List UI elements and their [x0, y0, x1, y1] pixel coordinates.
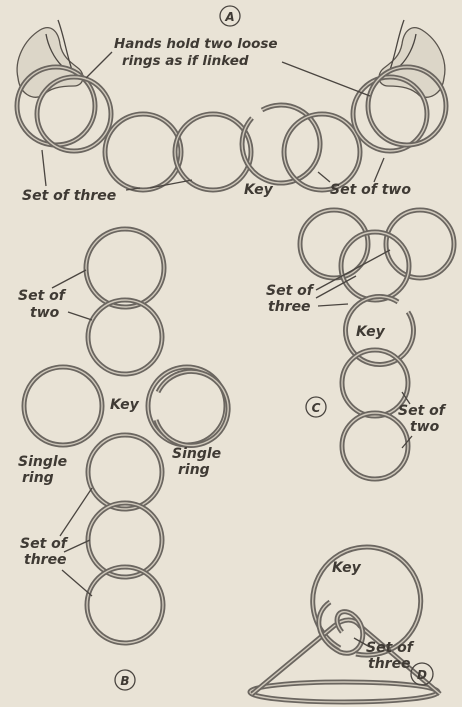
panel-a-set-two-label: Set of two [330, 182, 411, 198]
panel-c: Set of three Key Set of two C [266, 210, 454, 479]
ring-b-three-1 [88, 435, 162, 509]
panel-b-set-three-label-1: Set of [20, 536, 69, 552]
panel-c-set-two-label-2: two [410, 419, 440, 435]
panel-b-single-left-label-1: Single [18, 454, 67, 470]
panel-c-set-two-label-1: Set of [398, 403, 447, 419]
panel-a-set-three-label: Set of three [22, 188, 116, 204]
panel-b-set-two-label-1: Set of [18, 288, 67, 304]
panel-a-letter: A [224, 10, 234, 24]
ring-a-set-two-1 [284, 114, 360, 190]
panel-c-set-three-label-2: three [268, 299, 311, 315]
panel-b-set-three-label-2: three [24, 552, 67, 568]
ring-a-set-three-2 [175, 114, 251, 190]
panel-c-set-three-label-1: Set of [266, 283, 315, 299]
ring-b-two-1 [86, 229, 164, 307]
panel-b-single-right-label-2: ring [178, 462, 210, 478]
panel-b-key-label: Key [110, 397, 140, 413]
annotation-leader-right [282, 62, 370, 96]
panel-b-set-three-leader-3 [62, 570, 92, 596]
panel-a-key-label: Key [244, 182, 274, 198]
set-two-leader-2 [374, 158, 384, 182]
ring-a-set-three-1 [105, 114, 181, 190]
panel-c-letter: C [312, 401, 321, 415]
panel-c-set-three-leader-1 [316, 250, 390, 290]
panel-d-set-three-label-2: three [368, 656, 411, 672]
annotation-leader-left [86, 52, 112, 78]
panel-b-set-two-label-2: two [30, 305, 60, 321]
panel-c-key-label: Key [356, 324, 386, 340]
panel-b-single-left-label-2: ring [22, 470, 54, 486]
set-two-leader-1 [318, 172, 330, 182]
panel-d: Key Set of three D [250, 547, 440, 702]
panel-a-annotation-line2: rings as if linked [122, 53, 249, 69]
panel-a: A Hands hold two loose rings as if linke… [17, 6, 446, 204]
ring-c-three-3 [341, 232, 409, 300]
set-three-leader-1 [42, 150, 46, 186]
panel-d-key-label: Key [332, 560, 362, 576]
panel-b-set-two-leader-1 [52, 270, 86, 288]
panel-c-set-three-leader-3 [318, 304, 348, 306]
panel-d-set-three-label-1: Set of [366, 640, 415, 656]
panel-a-annotation-line1: Hands hold two loose [114, 36, 278, 52]
ring-b-two-2 [88, 300, 162, 374]
panel-b: Set of two Key Single ring Single ring S… [18, 229, 228, 690]
ring-b-single-left [24, 367, 102, 445]
ring-c-three-2 [386, 210, 454, 278]
panel-b-set-two-leader-2 [68, 312, 92, 320]
panel-b-letter: B [120, 674, 129, 688]
panel-a-rings [17, 67, 446, 190]
panel-d-letter: D [417, 668, 427, 682]
ring-c-two-2 [342, 413, 408, 479]
panel-b-single-right-label-1: Single [172, 446, 221, 462]
